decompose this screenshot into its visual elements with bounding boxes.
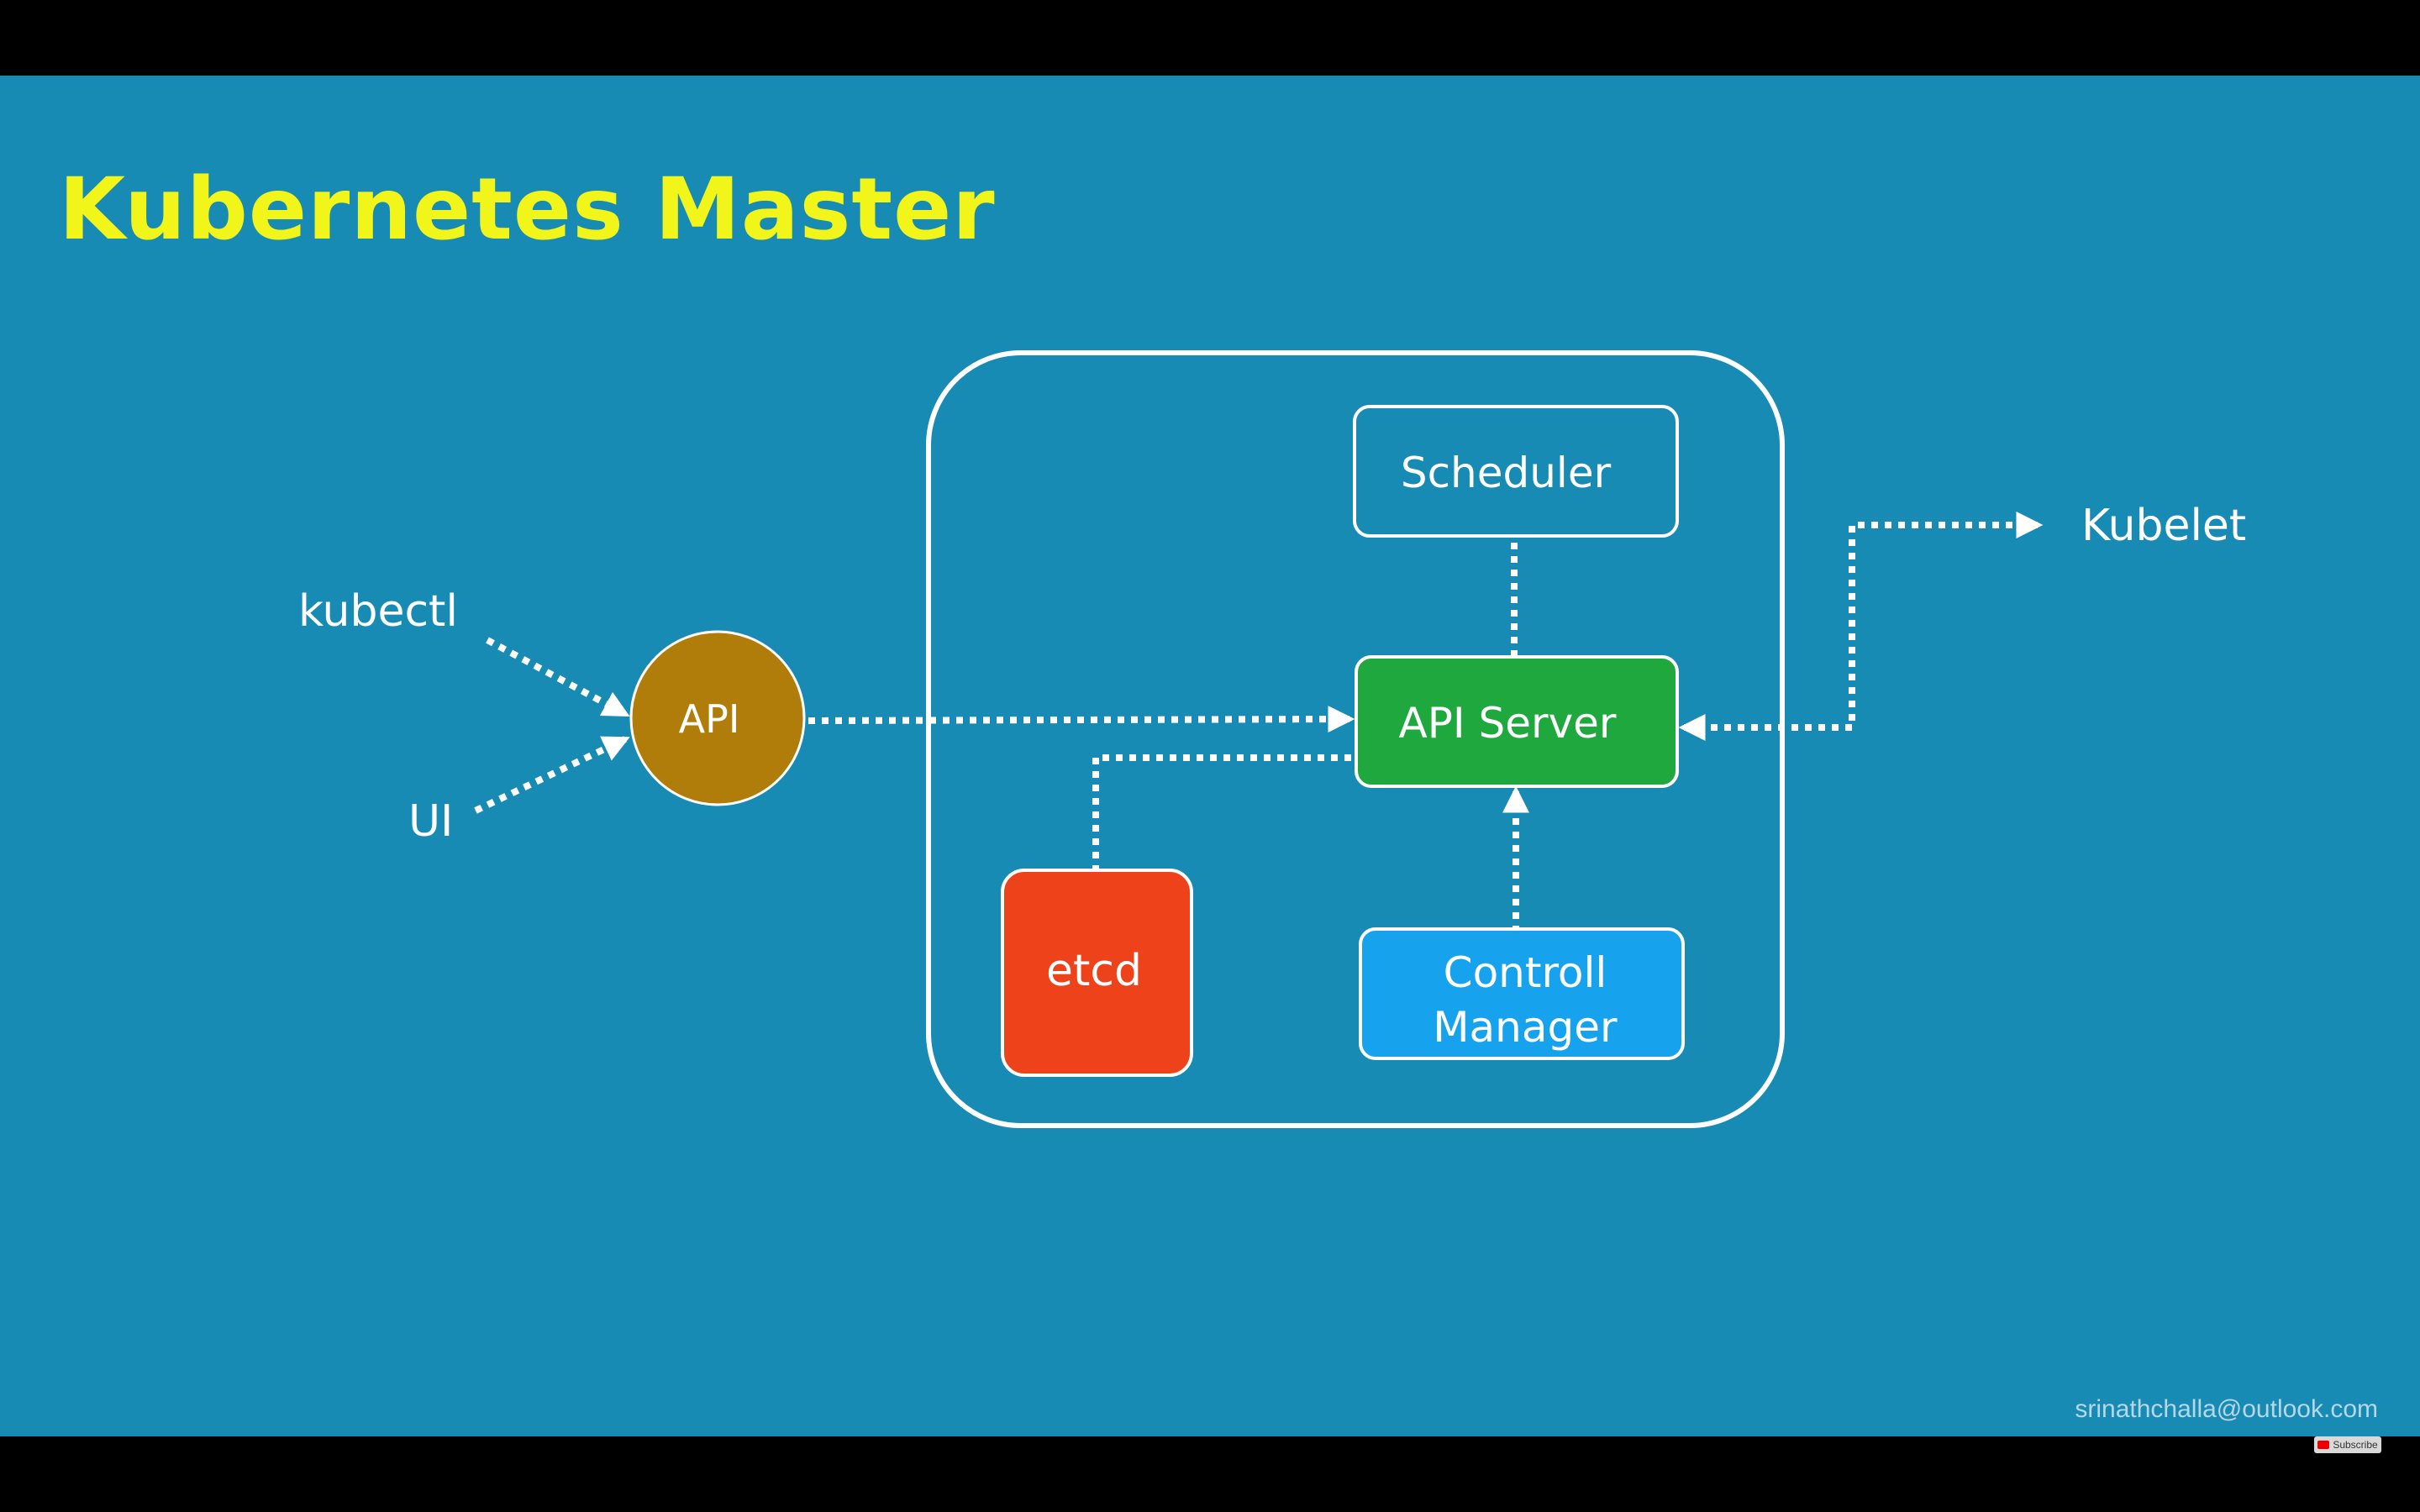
slide: Kubernetes Master kubectl UI API Schedul… — [0, 76, 2420, 1436]
api-server-label: API Server — [1399, 699, 1617, 748]
subscribe-label: Subscribe — [2333, 1439, 2378, 1451]
controller-manager-label-line2: Manager — [1433, 1003, 1618, 1052]
etcd-box[interactable] — [1001, 869, 1193, 1077]
kubelet-api-server-link — [1678, 512, 2044, 741]
ui-label: UI — [408, 796, 453, 847]
ui-to-api-arrow — [474, 736, 630, 814]
author-email-watermark: srinathchalla@outlook.com — [2075, 1395, 2378, 1423]
controller-manager-label-line1: Controll — [1444, 948, 1607, 997]
youtube-icon — [2317, 1441, 2330, 1449]
api-gateway-circle[interactable] — [629, 630, 806, 806]
letterbox-top — [0, 0, 2420, 76]
kubernetes-master-diagram: kubectl UI API Scheduler API Server etcd… — [298, 350, 2246, 1128]
scheduler-box[interactable] — [1353, 405, 1679, 538]
kubectl-label: kubectl — [298, 586, 458, 637]
controller-manager-box[interactable] — [1359, 927, 1685, 1060]
letterbox-bottom: Subscribe — [0, 1436, 2420, 1512]
api-to-api-server-arrow — [808, 706, 1355, 733]
api-gateway-label: API — [679, 696, 740, 742]
subscribe-button[interactable]: Subscribe — [2314, 1436, 2381, 1453]
slide-title: Kubernetes Master — [59, 160, 996, 260]
etcd-label: etcd — [1046, 946, 1142, 996]
scheduler-label: Scheduler — [1401, 449, 1612, 497]
kubelet-label: Kubelet — [2081, 501, 2246, 551]
kubectl-to-api-arrow — [486, 637, 630, 717]
